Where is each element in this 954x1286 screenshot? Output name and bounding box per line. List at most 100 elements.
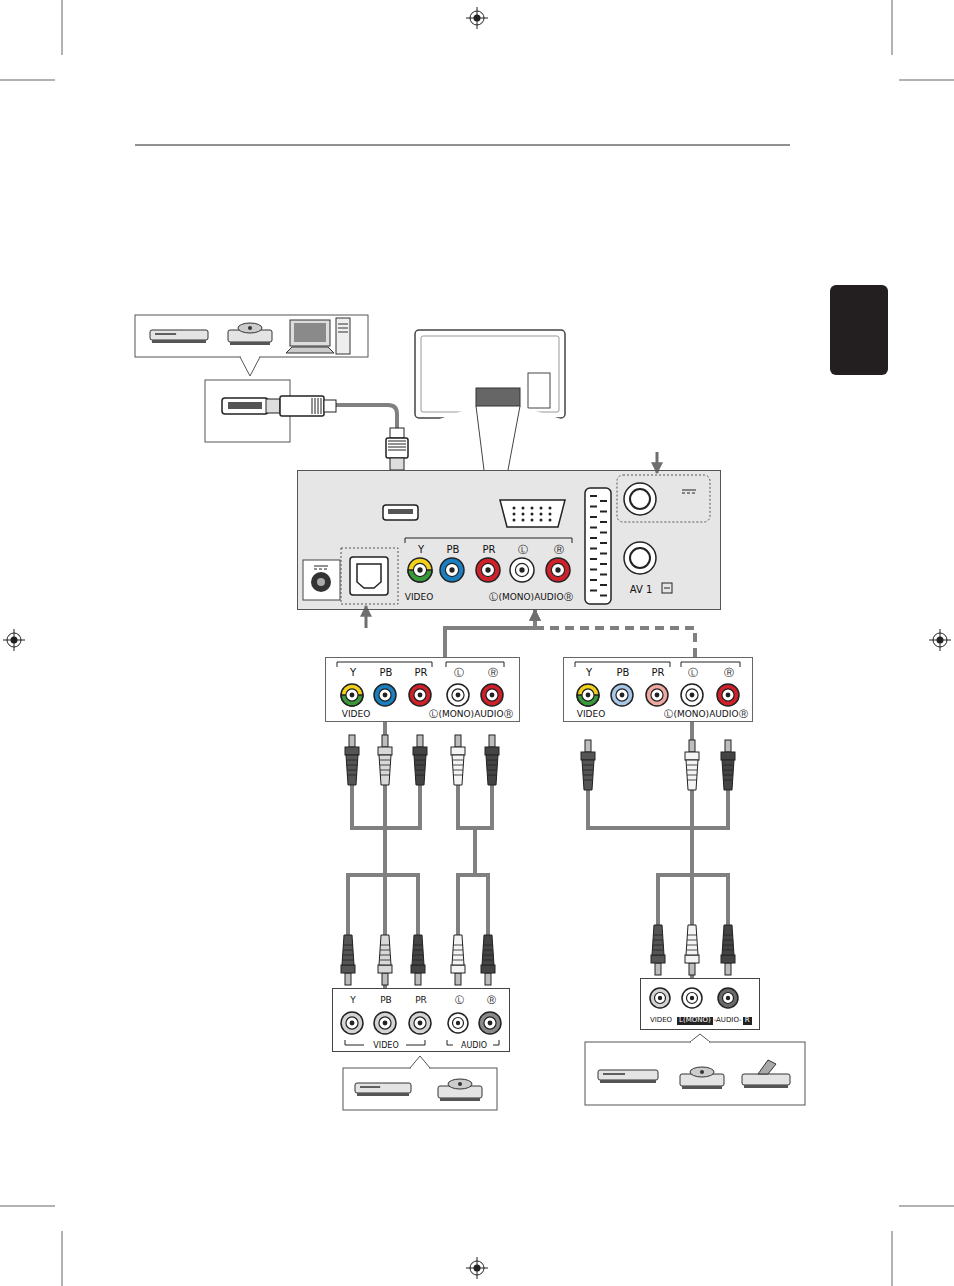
scart-symbol	[664, 588, 670, 589]
plug-body	[722, 925, 734, 955]
tower-bay	[338, 324, 348, 325]
player-base	[600, 1080, 656, 1083]
hdmi-port	[383, 505, 418, 520]
keyboard-icon	[286, 347, 334, 353]
jack-label: R	[743, 1017, 752, 1025]
plug-tip	[455, 973, 461, 985]
plug-collar	[721, 955, 735, 963]
jack-label: Ⓛ	[518, 544, 528, 555]
dc-symbol	[314, 566, 328, 567]
plug-grip	[687, 765, 697, 766]
av-cable-connector	[535, 610, 695, 657]
jack-socket	[414, 1017, 426, 1029]
jack-pin	[350, 693, 355, 698]
jack-label: Ⓛ(MONO)AUDIOⓇ	[429, 710, 512, 720]
scart-pin	[590, 579, 597, 581]
plug-collar	[378, 747, 392, 755]
jack-label: AV 1	[630, 584, 653, 595]
plug-grip	[723, 770, 733, 771]
device-icon-box	[343, 1068, 497, 1110]
crop-mark	[0, 80, 55, 81]
av-cable	[726, 785, 730, 828]
hdmi-plug-strain	[324, 400, 336, 412]
jack-label: Ⓛ	[688, 667, 698, 678]
jack-label: PB	[617, 667, 630, 678]
antenna-port	[624, 483, 656, 515]
jack-label: Y	[350, 996, 356, 1006]
plug-body	[346, 755, 358, 785]
jack-pin	[555, 567, 560, 572]
plug-tip	[345, 973, 351, 985]
zoom-line	[476, 406, 484, 470]
jack-pin	[383, 693, 388, 698]
tower-icon	[336, 318, 350, 354]
plug-grip	[380, 960, 390, 961]
jack-label: Ⓛ(MONO)AUDIOⓇ	[489, 593, 572, 603]
plug-grip	[415, 760, 425, 761]
dvd-player-icon	[598, 1070, 658, 1080]
tower-bay	[338, 328, 348, 329]
hdmi-plug-grip	[388, 441, 406, 442]
av-cable-connector	[445, 610, 535, 657]
scart-pin	[600, 542, 607, 544]
card-icon	[758, 1060, 776, 1074]
jack-ring	[546, 558, 570, 582]
jack-label: VIDEO	[342, 710, 371, 720]
scart-pin	[600, 532, 607, 534]
plug-grip	[453, 950, 463, 951]
callout-pointer	[690, 1034, 710, 1042]
jack-pin	[456, 1021, 460, 1025]
rgb-port	[500, 500, 565, 527]
plug-grip	[415, 770, 425, 771]
scart-symbol	[662, 583, 672, 593]
plug-body	[414, 755, 426, 785]
jack-socket	[413, 563, 426, 576]
plug-grip	[723, 935, 733, 936]
jack-ring	[341, 1012, 363, 1034]
rgb-pin	[522, 513, 525, 516]
antenna-port	[624, 542, 656, 574]
jack-group-bracket	[337, 662, 432, 667]
device-jack-panel: YPBPRⓁⓇVIDEOAUDIO	[332, 988, 510, 1052]
rgb-pin	[531, 507, 534, 510]
jack-ring	[447, 684, 469, 706]
plug-grip	[380, 955, 390, 956]
hdmi-plug-body	[280, 396, 324, 416]
callout-pointer-gap	[241, 356, 259, 358]
crop-mark	[0, 1206, 55, 1207]
antenna-port-ring	[630, 548, 650, 568]
jack-socket	[484, 1017, 496, 1029]
dvd-player-icon	[355, 1083, 411, 1093]
plug-grip	[487, 770, 497, 771]
jack-pin	[658, 996, 662, 1000]
device-icon-box	[585, 1042, 805, 1105]
player-base	[357, 1093, 409, 1096]
av-cable	[656, 875, 660, 930]
jack-label: PB	[380, 996, 392, 1006]
plug-grip	[653, 935, 663, 936]
plug-grip	[453, 775, 463, 776]
av-cable	[588, 826, 728, 830]
antenna-port-ring	[630, 489, 650, 509]
plug-grip	[380, 775, 390, 776]
jack-pin	[488, 1021, 493, 1026]
disc-hub	[700, 1070, 704, 1074]
header-rule	[135, 145, 790, 146]
callout-pointer-gap	[691, 1041, 709, 1043]
plug-collar	[341, 965, 355, 973]
plug-grip	[487, 775, 497, 776]
jack-label: Ⓛ(MONO)AUDIOⓇ	[664, 710, 747, 720]
tv-back	[415, 330, 565, 418]
plug-tip	[689, 740, 695, 752]
hdmi-plug-tip	[390, 458, 404, 470]
plug-collar	[685, 955, 699, 963]
crop-mark	[899, 80, 954, 81]
chapter-tab	[830, 285, 888, 375]
plug-grip	[583, 775, 593, 776]
jack-pin	[350, 1021, 355, 1026]
plug-grip	[723, 945, 733, 946]
scart-pin	[600, 511, 607, 513]
scart-pin	[600, 553, 607, 555]
jack-socket	[486, 689, 498, 701]
